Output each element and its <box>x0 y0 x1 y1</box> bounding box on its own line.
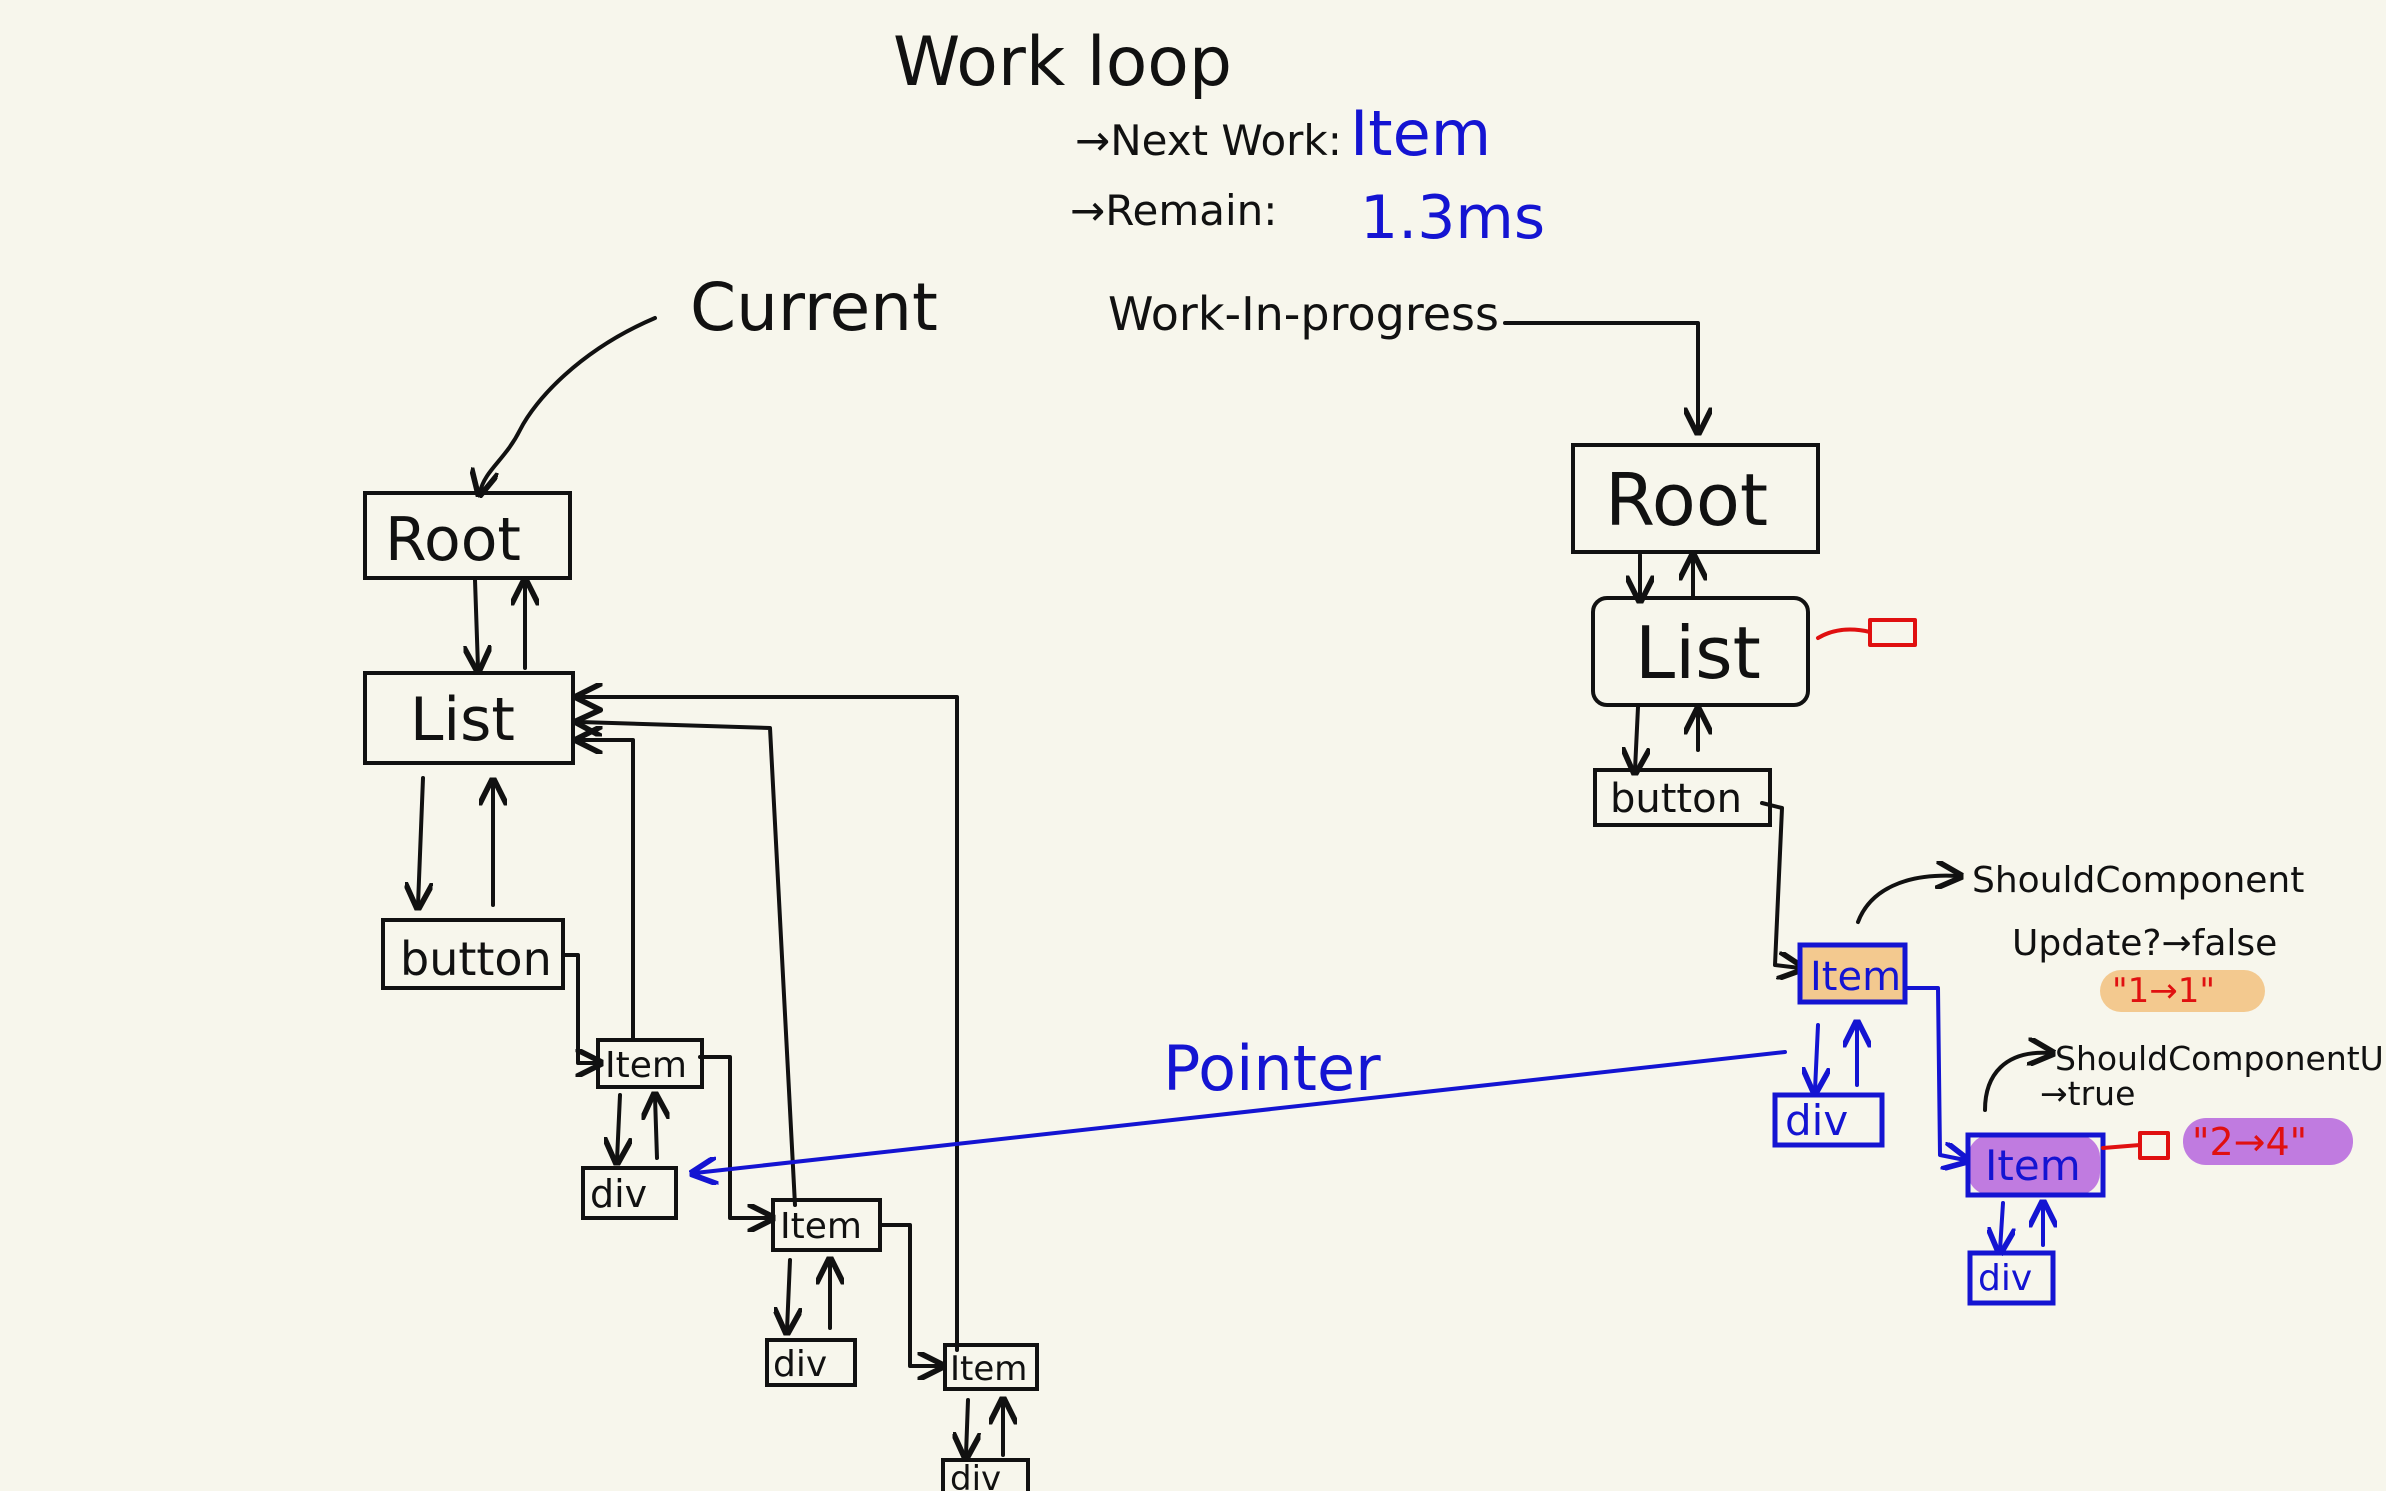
wip-note-1: ShouldComponent Update?→false "1→1" <box>1856 860 2304 1012</box>
next-work-label: →Next Work: <box>1075 116 1342 165</box>
current-div-label-3: div <box>950 1459 1001 1491</box>
current-item-node-2: Item <box>771 1198 882 1252</box>
wip-item-label-2: Item <box>1985 1141 2081 1190</box>
current-label: Current <box>690 269 938 346</box>
wip-list-label: List <box>1635 611 1761 695</box>
wip-root-node: Root <box>1571 443 1820 554</box>
wip-root-label: Root <box>1605 458 1768 542</box>
wip-div-node-2: div <box>1967 1250 2056 1306</box>
current-list-label: List <box>410 685 515 755</box>
wip-button-label: button <box>1610 776 1742 822</box>
wip-item-label-1: Item <box>1810 954 1901 1000</box>
current-button-node: button <box>381 918 565 990</box>
current-div-label-1: div <box>590 1172 647 1216</box>
current-item-label-2: Item <box>780 1206 862 1247</box>
title: Work loop <box>893 23 1232 102</box>
current-button-label: button <box>400 932 552 986</box>
current-tree: Current Root List button Item <box>363 269 1039 1491</box>
wip-item-node-2: Item <box>1965 1132 2106 1198</box>
pointer-arrow <box>695 1050 1787 1173</box>
current-list-node: List <box>363 671 575 765</box>
current-item-node-1: Item <box>596 1038 704 1089</box>
wip-tree: Work-In-progress Root List button Item <box>1108 287 2386 1306</box>
note2-line2: →true <box>2040 1074 2135 1113</box>
wip-div-label-1: div <box>1785 1096 1848 1145</box>
next-work-value: Item <box>1350 97 1491 170</box>
current-root-label: Root <box>385 505 521 575</box>
wip-item2-red-marker <box>2101 1131 2170 1160</box>
wip-button-node: button <box>1593 768 1772 827</box>
note2-value: "2→4" <box>2192 1120 2307 1164</box>
wip-list-node: List <box>1591 596 1810 707</box>
current-div-node-3: div <box>941 1458 1030 1491</box>
current-item-label-1: Item <box>605 1045 687 1086</box>
wip-div-label-2: div <box>1978 1258 2032 1299</box>
current-arrow <box>480 316 657 492</box>
current-item-node-3: Item <box>943 1343 1039 1391</box>
current-div-label-2: div <box>773 1344 827 1385</box>
remain-label: →Remain: <box>1070 186 1277 235</box>
header: Work loop →Next Work: Item →Remain: 1.3m… <box>893 23 1545 253</box>
wip-div-node-1: div <box>1772 1092 1885 1148</box>
pointer-label: Pointer <box>1163 1032 1381 1105</box>
current-item-label-3: Item <box>950 1349 1027 1389</box>
current-div-node-2: div <box>765 1338 857 1387</box>
note1-line1: ShouldComponent <box>1972 860 2304 901</box>
wip-list-red-marker <box>1816 618 1917 647</box>
current-root-node: Root <box>363 491 572 580</box>
wip-label: Work-In-progress <box>1108 287 1499 341</box>
wip-item-node-1: Item <box>1797 942 1908 1005</box>
pointer: Pointer <box>695 1032 1787 1173</box>
note1-value: "1→1" <box>2112 971 2215 1011</box>
current-div-node-1: div <box>581 1166 678 1220</box>
remain-value: 1.3ms <box>1360 183 1545 253</box>
note1-line2: Update?→false <box>2012 923 2277 964</box>
wip-arrow <box>1503 321 1698 430</box>
